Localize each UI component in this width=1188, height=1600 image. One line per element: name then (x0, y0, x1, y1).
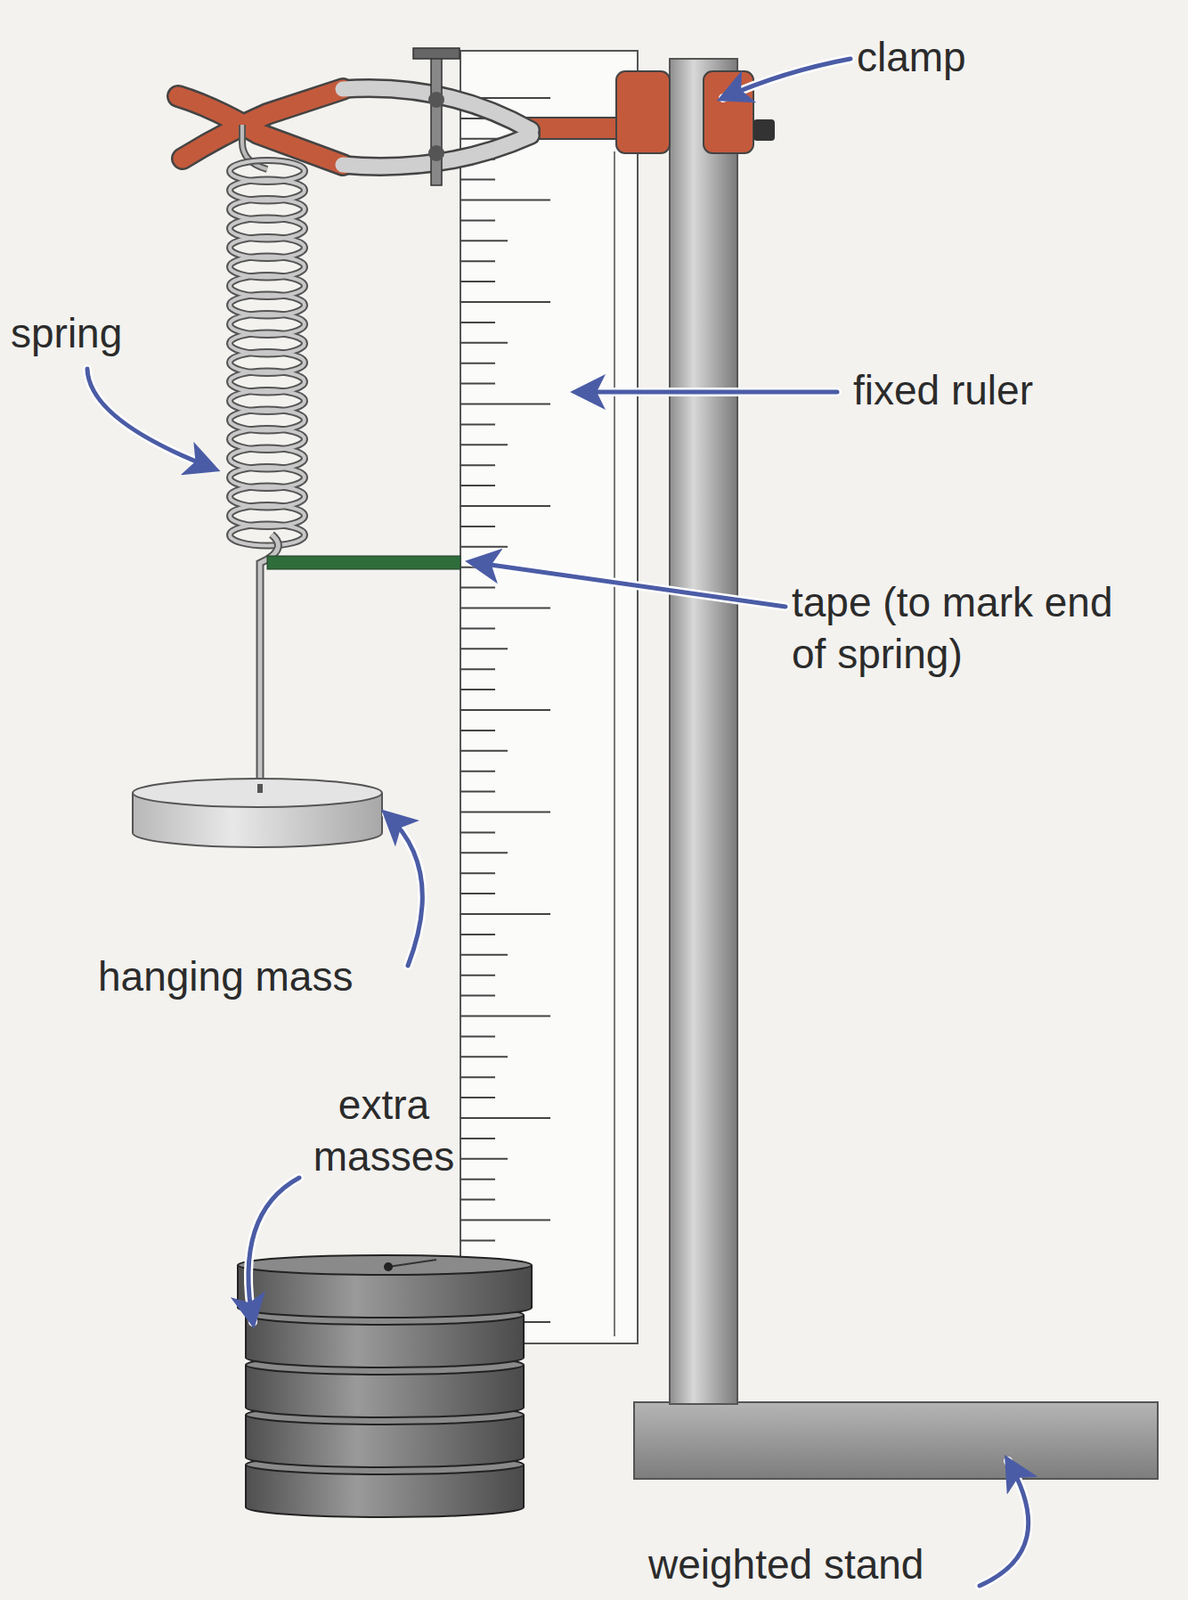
part-label: extra masses (267, 1079, 501, 1182)
ruler-tick (460, 280, 496, 283)
ruler-tick (460, 749, 508, 752)
ruler-ticks (460, 97, 551, 1322)
part-label: fixed ruler (853, 365, 1034, 417)
ruler-tick (460, 1198, 496, 1201)
ruler (460, 50, 638, 1343)
part-label: clamp (856, 32, 967, 84)
ruler-tick (460, 1075, 496, 1078)
ruler-tick (460, 219, 496, 221)
ruler-tick (460, 239, 508, 242)
ruler-tick (460, 382, 496, 385)
ruler-tick (460, 729, 496, 732)
ruler-tick (460, 1238, 496, 1241)
slotted-masses (237, 1254, 532, 1517)
ruler-tick (460, 545, 508, 548)
ruler-tick (460, 647, 508, 650)
part-label: weighted stand (648, 1538, 924, 1591)
ruler-tick (460, 1157, 508, 1160)
ruler-tick (460, 974, 496, 977)
ruler-tick (460, 484, 496, 487)
ruler-tick (460, 953, 508, 956)
ruler-tick (460, 607, 551, 610)
ruler-tick (460, 1034, 496, 1037)
ruler-tick (460, 260, 496, 262)
ruler-edge (613, 151, 616, 1336)
hanging-mass (132, 778, 383, 847)
ruler-tick (460, 708, 551, 711)
ruler-tick (460, 851, 508, 854)
ruler-tick (460, 1096, 496, 1099)
ruler-tick (460, 688, 496, 691)
ruler-tick (460, 871, 496, 874)
ruler-tick (460, 770, 496, 773)
ruler-tick (460, 504, 551, 507)
clamp-boss (703, 71, 754, 154)
ruler-tick (460, 1055, 508, 1058)
ruler-tick (460, 362, 496, 365)
ruler-tick (460, 667, 496, 670)
ruler-tick (460, 1015, 551, 1018)
ruler-tick (460, 830, 496, 833)
ruler-tick (460, 994, 496, 997)
ruler-tick (460, 1219, 551, 1221)
ruler-tick (460, 199, 551, 202)
part-label: spring (10, 308, 123, 360)
clamp-jaws (178, 88, 531, 167)
ruler-tick (460, 423, 496, 425)
part-label: tape (to mark end of spring) (791, 577, 1131, 680)
mass-slot (383, 1261, 393, 1271)
clamp-arm (527, 117, 621, 139)
callout-arrows (87, 58, 1029, 1586)
ruler-tick (460, 811, 551, 814)
slotted-mass (237, 1254, 532, 1318)
spring-turn (229, 524, 305, 546)
ruler-tick (460, 301, 551, 303)
ruler-tick (460, 403, 551, 406)
ruler-tick (460, 179, 496, 181)
ruler-tick (460, 463, 496, 466)
ruler-tick (460, 1137, 496, 1140)
ruler-tick (460, 525, 496, 528)
ruler-tick (460, 341, 508, 344)
ruler-tick (460, 790, 496, 793)
ruler-tick (460, 626, 496, 629)
hanger-wire (260, 534, 278, 788)
ruler-tick (460, 1178, 496, 1180)
clamp-screw (413, 48, 460, 186)
tape-marker (267, 555, 461, 570)
ruler-tick (460, 586, 496, 589)
ruler-tick (460, 443, 508, 446)
ruler-tick (460, 912, 551, 915)
stand-base (634, 1401, 1158, 1479)
mass-slot (388, 1259, 437, 1267)
stand-rod (669, 58, 738, 1404)
ruler-tick (460, 933, 496, 936)
ruler-tick (460, 892, 496, 895)
clamp-screw (753, 119, 775, 141)
part-label: hanging mass (97, 951, 353, 1003)
clamp-boss (616, 71, 670, 154)
ruler-tick (460, 1116, 551, 1119)
ruler-tick (460, 321, 496, 324)
spring-coil (229, 160, 305, 546)
